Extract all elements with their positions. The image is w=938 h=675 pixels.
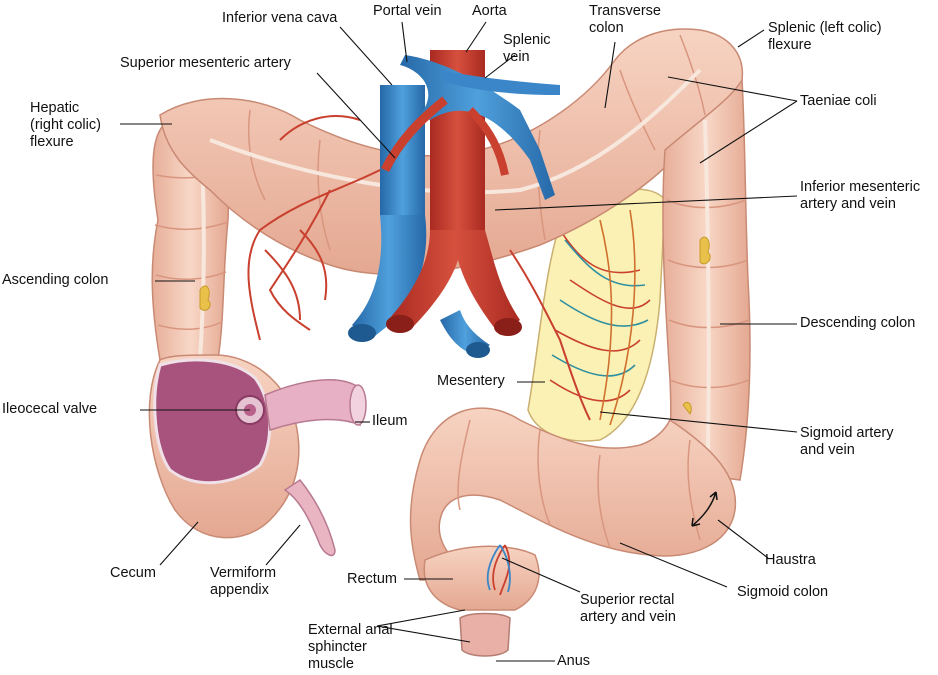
- label-ascending-colon: Ascending colon: [2, 272, 109, 288]
- cecum-interior: [153, 358, 272, 485]
- label-vermiform-appendix: Vermiform appendix: [210, 565, 277, 598]
- label-sigmoid-artery: Sigmoid artery and vein: [800, 425, 894, 458]
- label-portal-vein: Portal vein: [373, 3, 442, 19]
- label-external-anal-sphincter: External anal sphincter muscle: [308, 622, 393, 672]
- label-superior-mesenteric-artery: Superior mesenteric artery: [120, 55, 291, 71]
- label-sigmoid-colon: Sigmoid colon: [737, 584, 829, 600]
- great-vessels: [348, 50, 560, 358]
- label-haustra: Haustra: [765, 552, 816, 568]
- leader-lines: [120, 21, 798, 662]
- label-ileocecal-valve: Ileocecal valve: [2, 401, 98, 417]
- mesentery-shape: [527, 188, 666, 442]
- rectum-shape: [423, 545, 540, 611]
- label-mesentery: Mesentery: [437, 373, 505, 389]
- label-taeniae-coli: Taeniae coli: [800, 93, 877, 109]
- label-transverse-colon: Transverse colon: [589, 3, 661, 36]
- arterial-arcades: [247, 115, 591, 421]
- label-ileum: Ileum: [372, 413, 408, 429]
- label-aorta: Aorta: [472, 3, 507, 19]
- haustra-arrow: [691, 491, 718, 527]
- label-cecum: Cecum: [110, 565, 156, 581]
- label-descending-colon: Descending colon: [800, 315, 916, 331]
- label-hepatic-flexure: Hepatic (right colic) flexure: [30, 100, 101, 150]
- label-rectum: Rectum: [347, 571, 397, 587]
- mesentery-vessels: [549, 209, 651, 426]
- label-inferior-vena-cava: Inferior vena cava: [222, 10, 338, 26]
- appendix-shape: [283, 478, 336, 557]
- label-splenic-vein: Splenic vein: [503, 32, 551, 65]
- label-splenic-flexure: Splenic (left colic) flexure: [768, 20, 882, 53]
- label-superior-rectal: Superior rectal artery and vein: [580, 592, 676, 625]
- label-anus: Anus: [557, 653, 591, 669]
- label-inferior-mesenteric: Inferior mesenteric artery and vein: [800, 179, 921, 212]
